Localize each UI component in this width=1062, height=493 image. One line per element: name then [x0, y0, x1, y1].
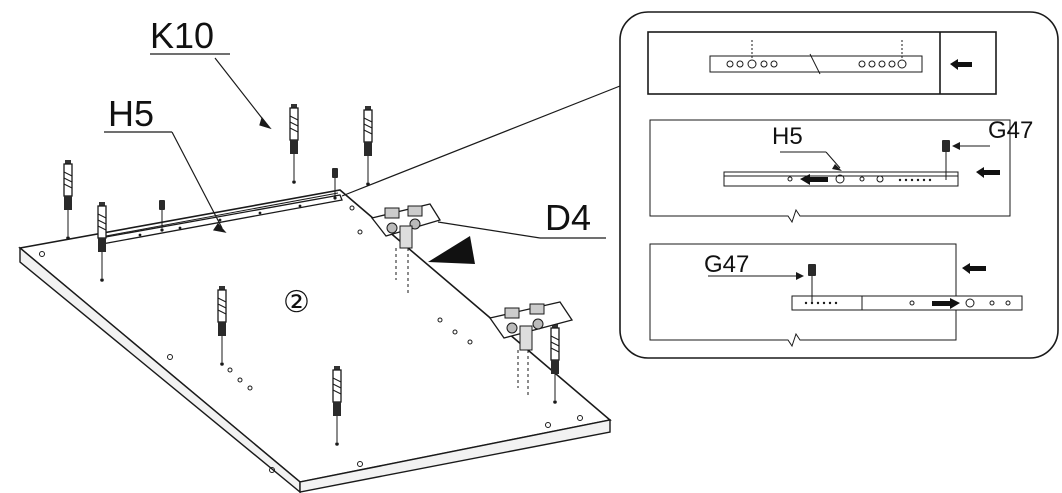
screw-icon [63, 159, 73, 241]
screw-icon [289, 103, 299, 185]
arrow-left-icon [962, 263, 986, 274]
detail-panel-top [647, 31, 997, 95]
label-h5-detail: H5 [772, 123, 803, 150]
step-number: ② [283, 286, 310, 319]
label-k10: K10 [150, 15, 214, 56]
arrow-left-icon [950, 59, 972, 70]
detail-panel-bottom: G47 [649, 243, 1023, 348]
detail-panel-middle: H5 G47 [649, 117, 1033, 224]
label-d4: D4 [545, 197, 591, 238]
insert-triangle-icon [428, 236, 475, 264]
screw-icon [363, 105, 373, 187]
hinge-cluster [488, 301, 574, 396]
arrow-right-icon [932, 298, 960, 309]
label-g47-bottom: G47 [704, 251, 749, 278]
arrow-left-icon [976, 167, 1000, 178]
label-g47-top: G47 [988, 117, 1033, 144]
hinge-cluster [370, 203, 442, 296]
detail-callout: H5 G47 [619, 11, 1059, 359]
label-h5: H5 [108, 93, 154, 134]
arrow-left-icon [800, 174, 828, 185]
panel-board [18, 189, 612, 493]
panel-holes [39, 205, 583, 473]
